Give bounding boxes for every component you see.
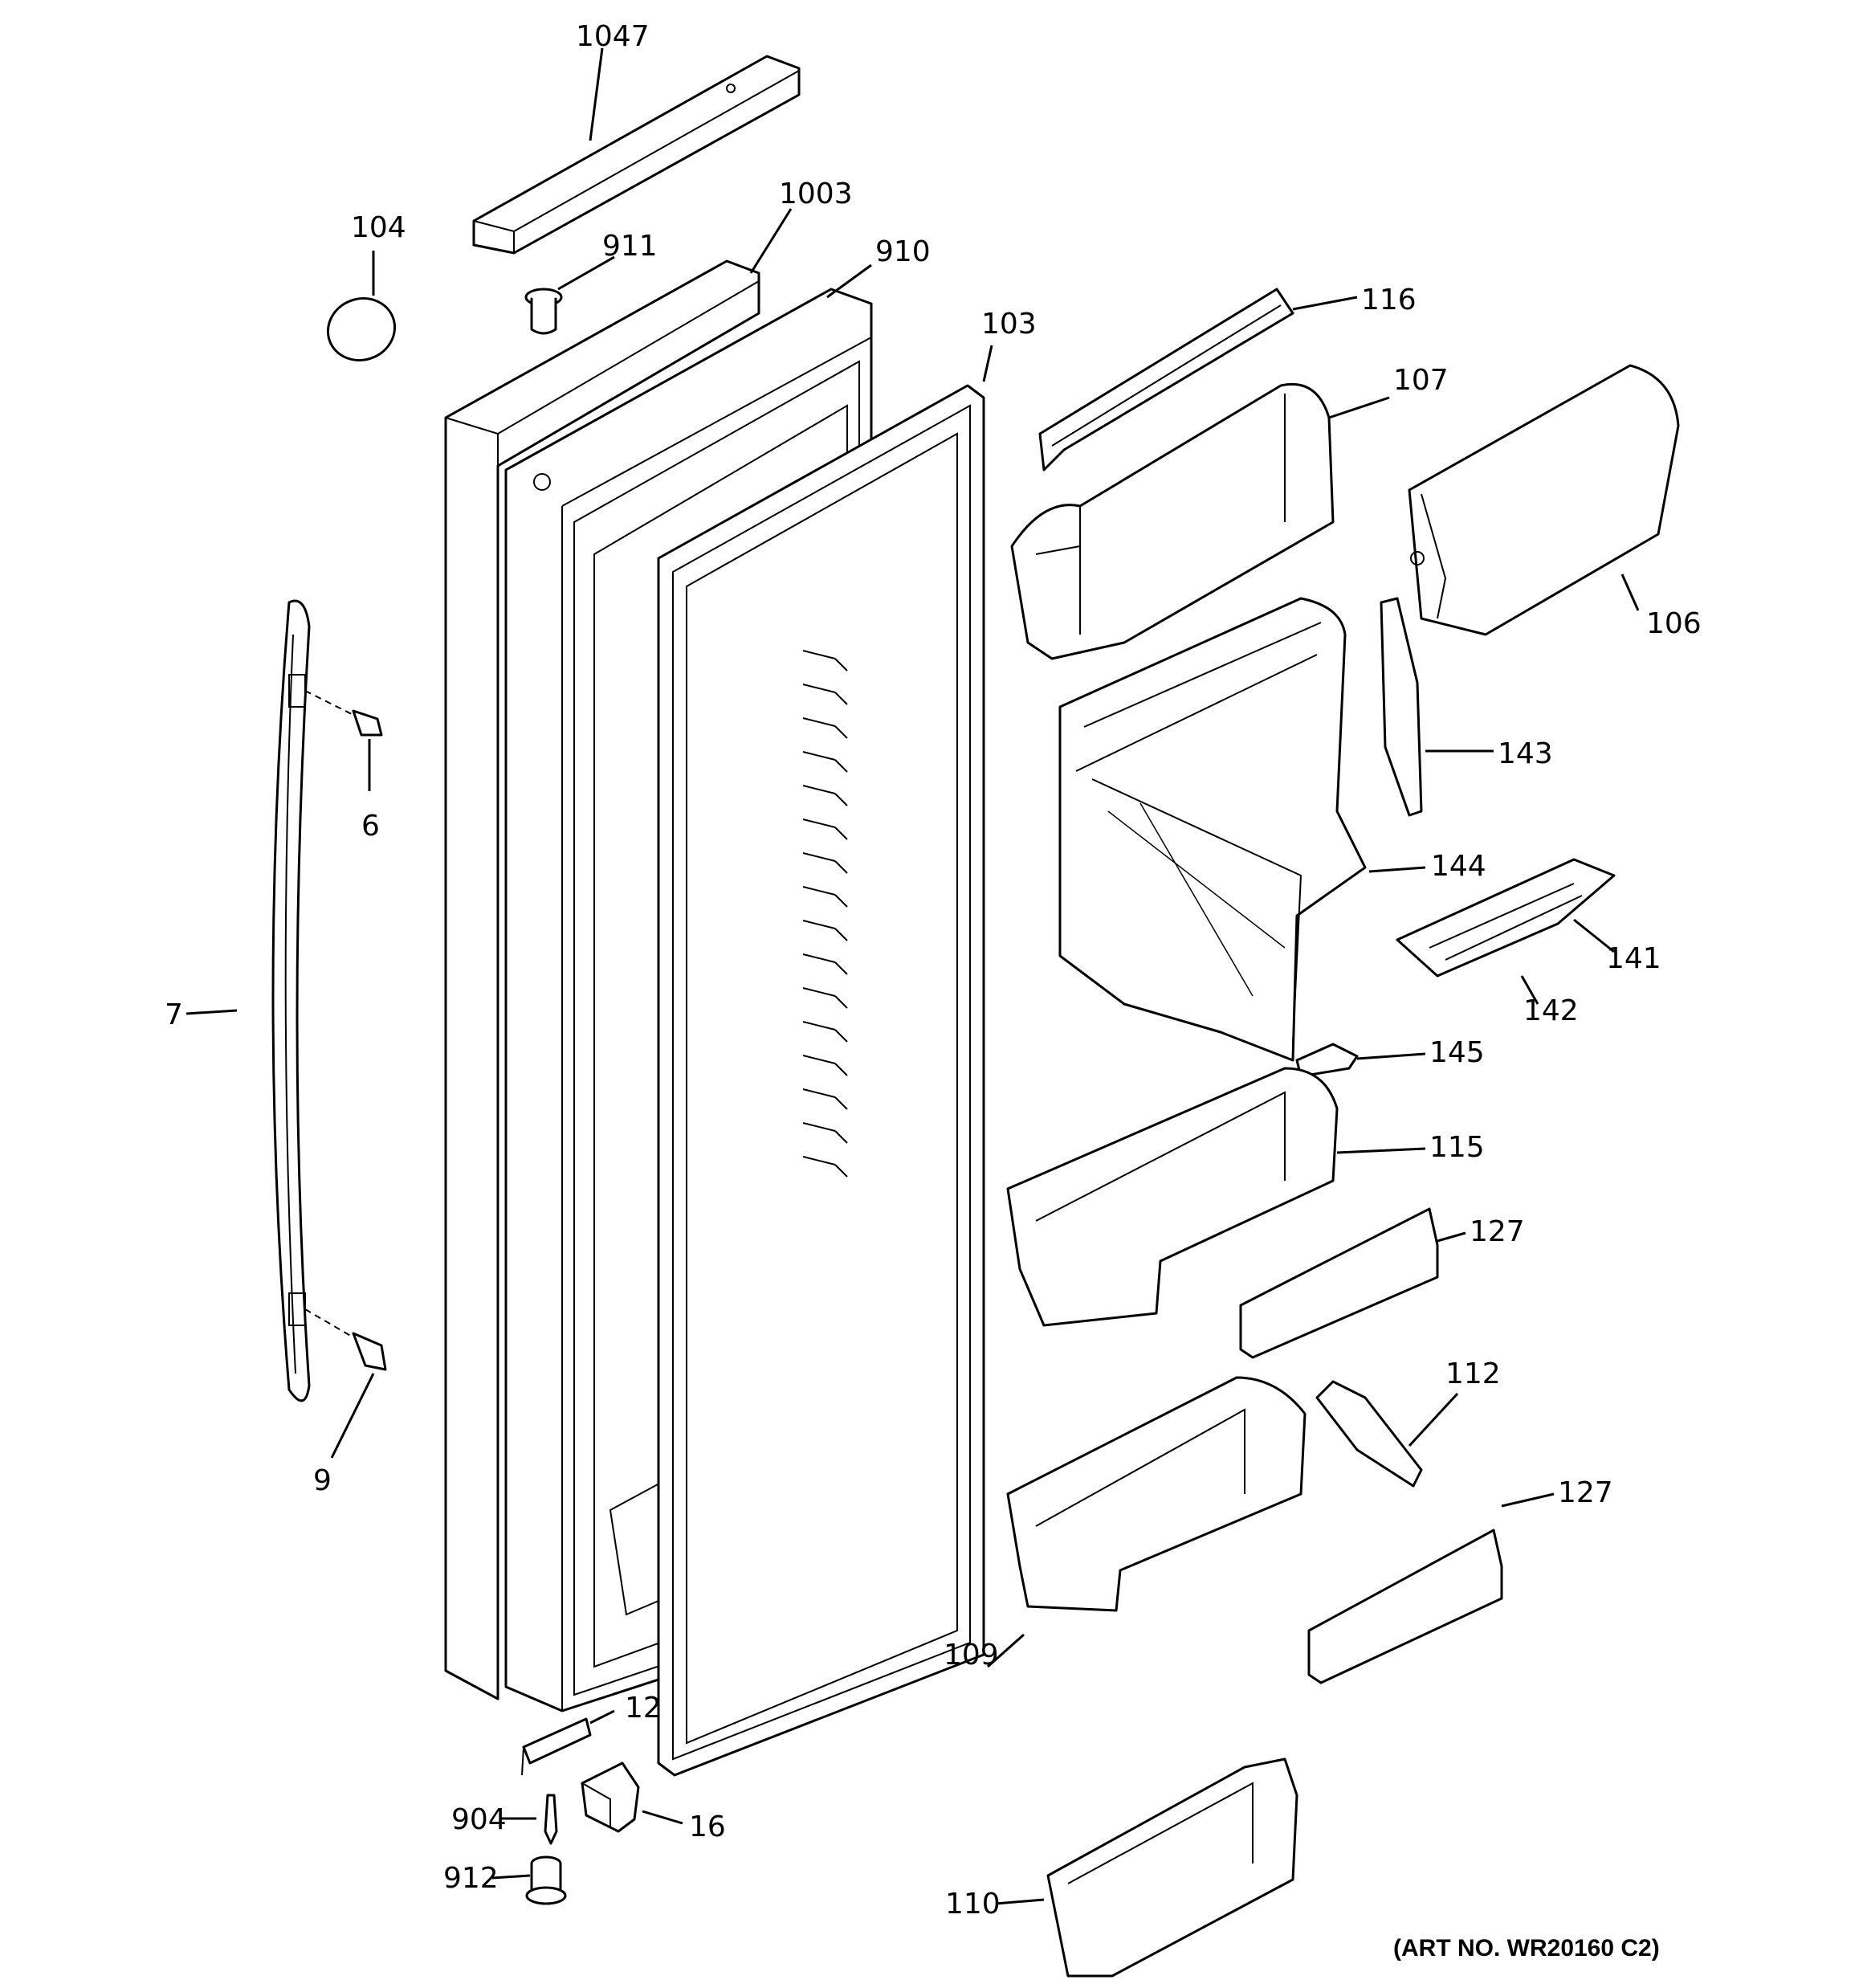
callout-110: 110: [945, 1888, 1001, 1921]
part-12-bracket: [521, 1717, 592, 1776]
callout-912: 912: [443, 1862, 499, 1895]
callout-115: 115: [1429, 1131, 1485, 1164]
leader-lines: [185, 47, 1640, 1905]
part-112-divider: [1315, 1380, 1423, 1488]
part-1003-door-outer: [444, 259, 760, 1700]
part-7-handle: [271, 599, 311, 1402]
part-9-screw: [304, 1308, 387, 1371]
callout-145: 145: [1429, 1036, 1485, 1069]
callout-109: 109: [944, 1639, 999, 1672]
callout-144: 144: [1431, 850, 1486, 883]
part-106-cover: [1408, 364, 1680, 636]
part-1047-top-bracket: [472, 55, 801, 255]
callout-112: 112: [1445, 1357, 1501, 1390]
callout-104: 104: [351, 211, 406, 244]
part-141-142-egg-trays: [1396, 858, 1616, 978]
part-104-ring: [326, 297, 397, 361]
callout-904: 904: [451, 1803, 507, 1836]
part-911-bushing: [524, 288, 563, 335]
callout-1047: 1047: [576, 20, 650, 53]
part-127-front-b: [1307, 1529, 1503, 1684]
callout-labels: 1047 1003 910 911 104 103 116 107 106 14…: [165, 20, 1702, 1961]
callout-7: 7: [165, 998, 183, 1031]
callout-107: 107: [1393, 364, 1449, 397]
callout-9: 9: [313, 1464, 332, 1497]
callout-911: 911: [602, 230, 658, 263]
shelf-rail-clips: [802, 650, 848, 1178]
callout-16: 16: [689, 1810, 726, 1843]
callout-1003: 1003: [779, 178, 853, 210]
part-6-screw: [304, 690, 383, 737]
callout-141: 141: [1606, 942, 1661, 975]
callout-6: 6: [361, 810, 380, 843]
part-116-rail: [1038, 288, 1294, 471]
part-143-strip: [1380, 597, 1423, 817]
part-103-gasket: [657, 384, 985, 1777]
part-912-bushing: [525, 1855, 567, 1905]
part-127-front-a: [1239, 1207, 1439, 1359]
callout-127-a: 127: [1470, 1215, 1525, 1248]
callout-106: 106: [1646, 607, 1702, 640]
callout-910: 910: [875, 235, 931, 268]
part-904-screw: [544, 1794, 558, 1845]
part-109-bin: [1006, 1376, 1307, 1612]
callout-116: 116: [1361, 284, 1417, 316]
art-number: (ART NO. WR20160 C2): [1393, 1935, 1660, 1961]
callout-142: 142: [1523, 994, 1579, 1027]
part-110-bin: [1046, 1757, 1298, 1978]
callout-143: 143: [1498, 737, 1553, 770]
callout-12: 12: [625, 1692, 662, 1725]
callout-127-b: 127: [1558, 1476, 1613, 1509]
part-115-bin: [1006, 1067, 1339, 1327]
callout-103: 103: [981, 308, 1037, 341]
part-144-housing: [1058, 597, 1367, 1062]
part-16-hinge: [581, 1761, 640, 1833]
